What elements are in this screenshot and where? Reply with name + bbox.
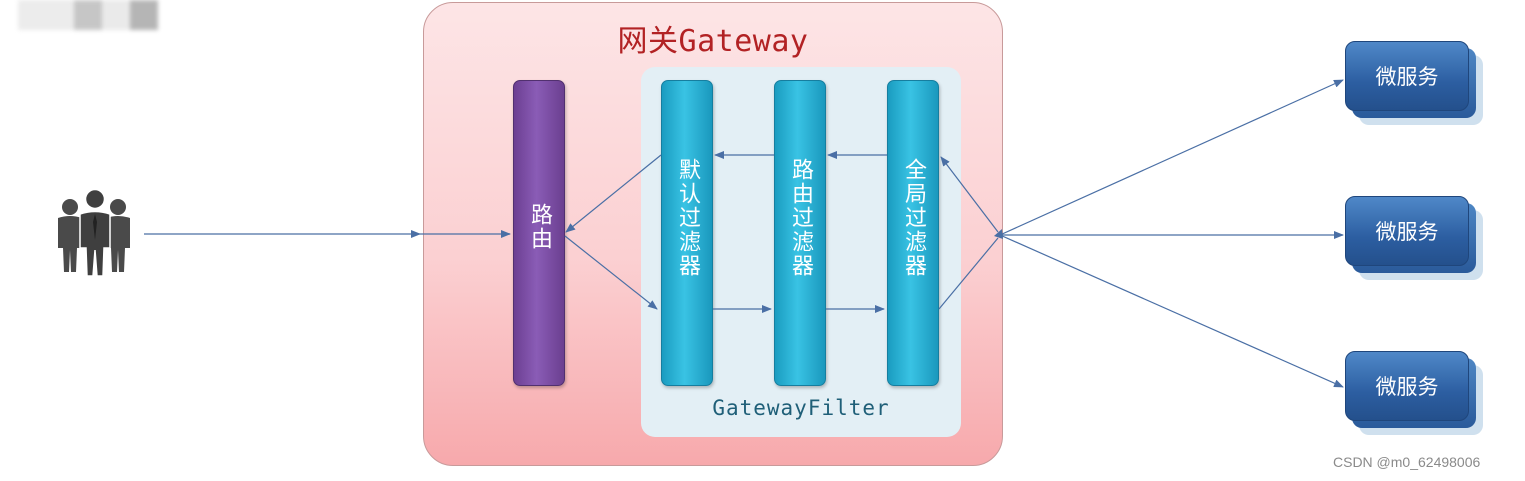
gateway-title: 网关Gateway <box>617 24 809 59</box>
router-label: 路由 <box>527 203 552 251</box>
arrow-global-filter-out <box>938 237 999 310</box>
users-icon <box>58 188 130 277</box>
blurred-region <box>18 0 158 30</box>
default-filter-bar: 默认过滤器 <box>661 80 713 386</box>
arrow-router-to-default-filter <box>564 235 658 310</box>
microservice-2-label: 微服务 <box>1345 196 1469 266</box>
microservice-3: 微服务 <box>1345 351 1483 435</box>
global-filter-bar: 全局过滤器 <box>887 80 939 386</box>
router-bar: 路由 <box>513 80 565 386</box>
global-filter-label: 全局过滤器 <box>901 158 926 278</box>
arrow-to-service-3 <box>999 234 1344 388</box>
route-filter-bar: 路由过滤器 <box>774 80 826 386</box>
arrow-default-filter-to-router <box>565 154 662 233</box>
microservice-2: 微服务 <box>1345 196 1483 280</box>
arrow-return-to-global-filter <box>940 156 999 233</box>
route-filter-label: 路由过滤器 <box>788 158 813 278</box>
watermark: CSDN @m0_62498006 <box>1333 454 1481 470</box>
arrow-to-service-1 <box>999 79 1344 236</box>
arrowhead-fan-point <box>994 229 1003 239</box>
microservice-1: 微服务 <box>1345 41 1483 125</box>
microservice-1-label: 微服务 <box>1345 41 1469 111</box>
microservice-3-label: 微服务 <box>1345 351 1469 421</box>
gateway-filter-label: GatewayFilter <box>712 396 890 420</box>
default-filter-label: 默认过滤器 <box>675 158 700 278</box>
